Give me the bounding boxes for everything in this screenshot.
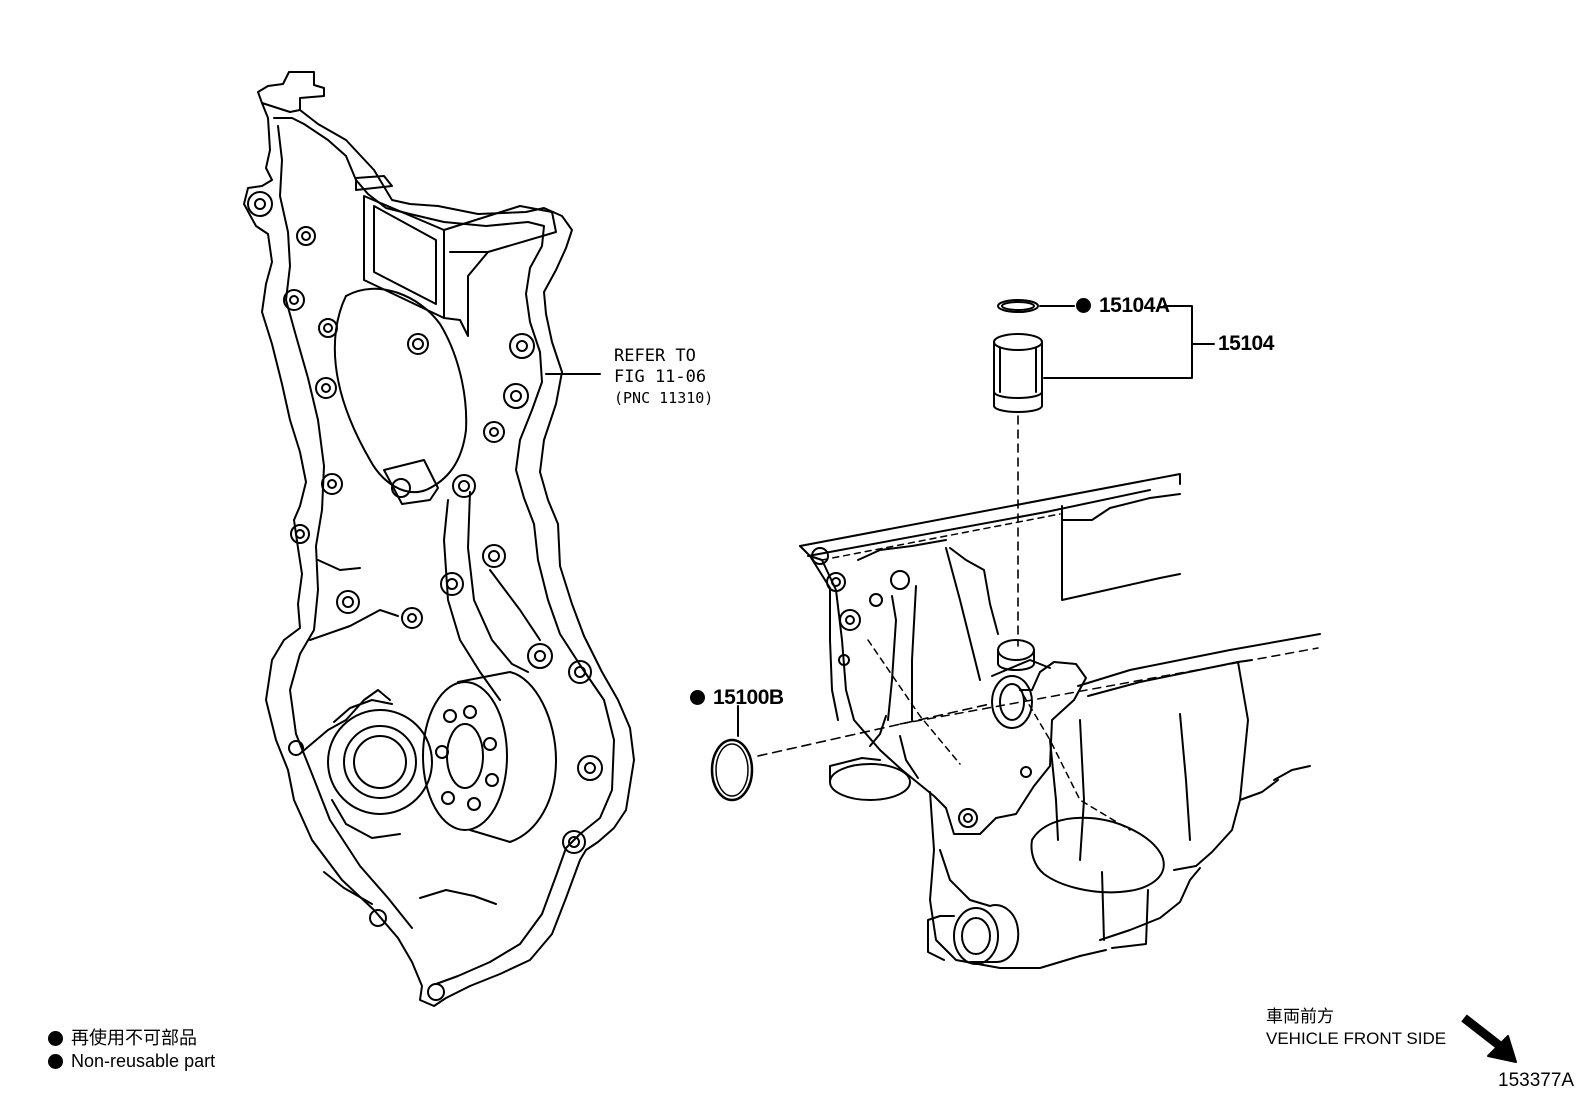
engine-block	[799, 473, 1321, 969]
refer-line-3: (PNC 11310)	[614, 389, 714, 407]
refer-note: REFER TO FIG 11-06 (PNC 11310)	[614, 346, 713, 409]
legend-japanese-text: 再使用不可部品	[71, 1028, 197, 1048]
figure-code: 153377A	[1498, 1070, 1575, 1091]
o-ring-15100b	[710, 703, 991, 802]
legend-japanese: 再使用不可部品	[48, 1024, 197, 1050]
legend-english: Non-reusable part	[48, 1051, 215, 1072]
filled-circle-icon	[690, 689, 705, 705]
callout-15104: 15104	[1218, 332, 1274, 356]
callout-15104a-text: 15104A	[1099, 294, 1170, 317]
callout-15104a: 15104A	[1076, 294, 1170, 318]
vehicle-front-english: VEHICLE FRONT SIDE	[1266, 1029, 1447, 1048]
legend-english-text: Non-reusable part	[71, 1051, 216, 1071]
refer-line-1: REFER TO	[614, 346, 696, 366]
arrow-down-right-icon	[1461, 1014, 1517, 1063]
filled-circle-icon	[1076, 297, 1091, 313]
oil-strainer-assembly	[993, 299, 1215, 647]
callout-15104-text: 15104	[1218, 332, 1274, 355]
callout-15100b: 15100B	[690, 686, 784, 710]
filled-circle-icon	[48, 1053, 63, 1069]
vehicle-front-japanese: 車両前方	[1266, 1007, 1334, 1026]
refer-line-2: FIG 11-06	[614, 367, 707, 387]
filled-circle-icon	[48, 1030, 63, 1046]
timing-chain-cover	[243, 71, 635, 1007]
callout-15100b-text: 15100B	[713, 686, 784, 709]
vehicle-front-label: 車両前方 VEHICLE FRONT SIDE	[1266, 1006, 1446, 1050]
